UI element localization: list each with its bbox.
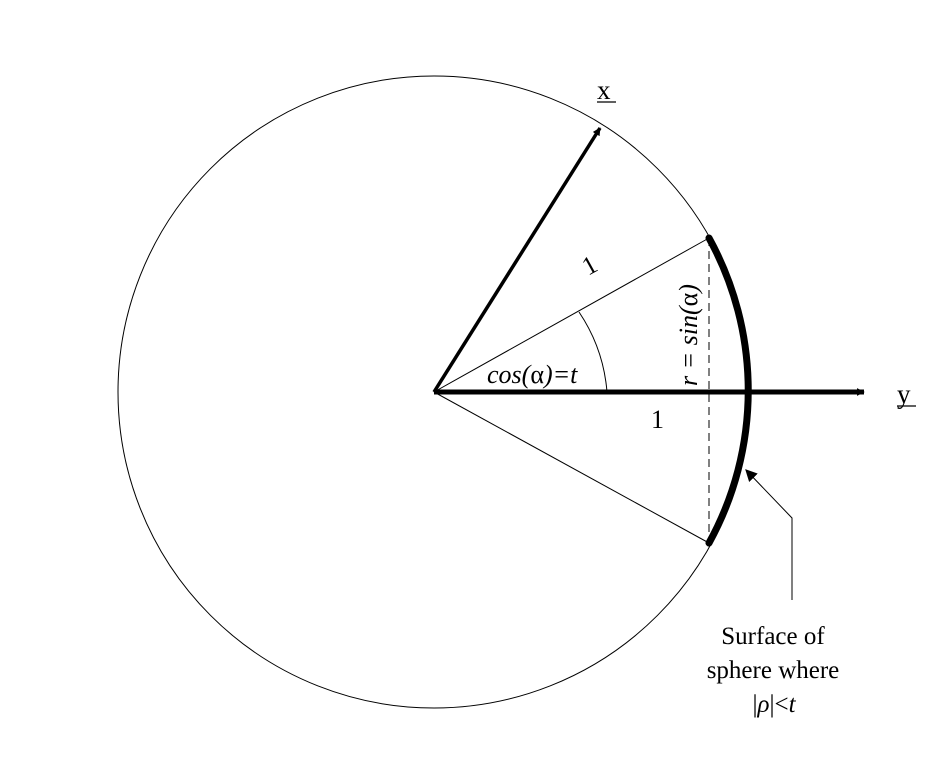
caption-line-1: Surface of	[721, 623, 825, 650]
radius-label-lower: 1	[651, 405, 664, 434]
callout-leader	[745, 469, 793, 600]
sin-alpha-label: r = sin(α)	[674, 284, 703, 386]
cos-alpha-label: cos(α)=t	[487, 360, 578, 389]
radius-line-upper	[433, 237, 710, 393]
x-axis-label: x	[597, 75, 611, 105]
angle-arc	[578, 311, 608, 393]
radius-line-lower	[433, 391, 710, 544]
caption-line-2: sphere where	[707, 657, 840, 684]
caption-line-3: |ρ|<t	[752, 691, 796, 718]
y-axis-label: y	[897, 379, 911, 409]
x-axis-arrow	[432, 127, 602, 393]
radius-label-upper: 1	[577, 250, 602, 282]
